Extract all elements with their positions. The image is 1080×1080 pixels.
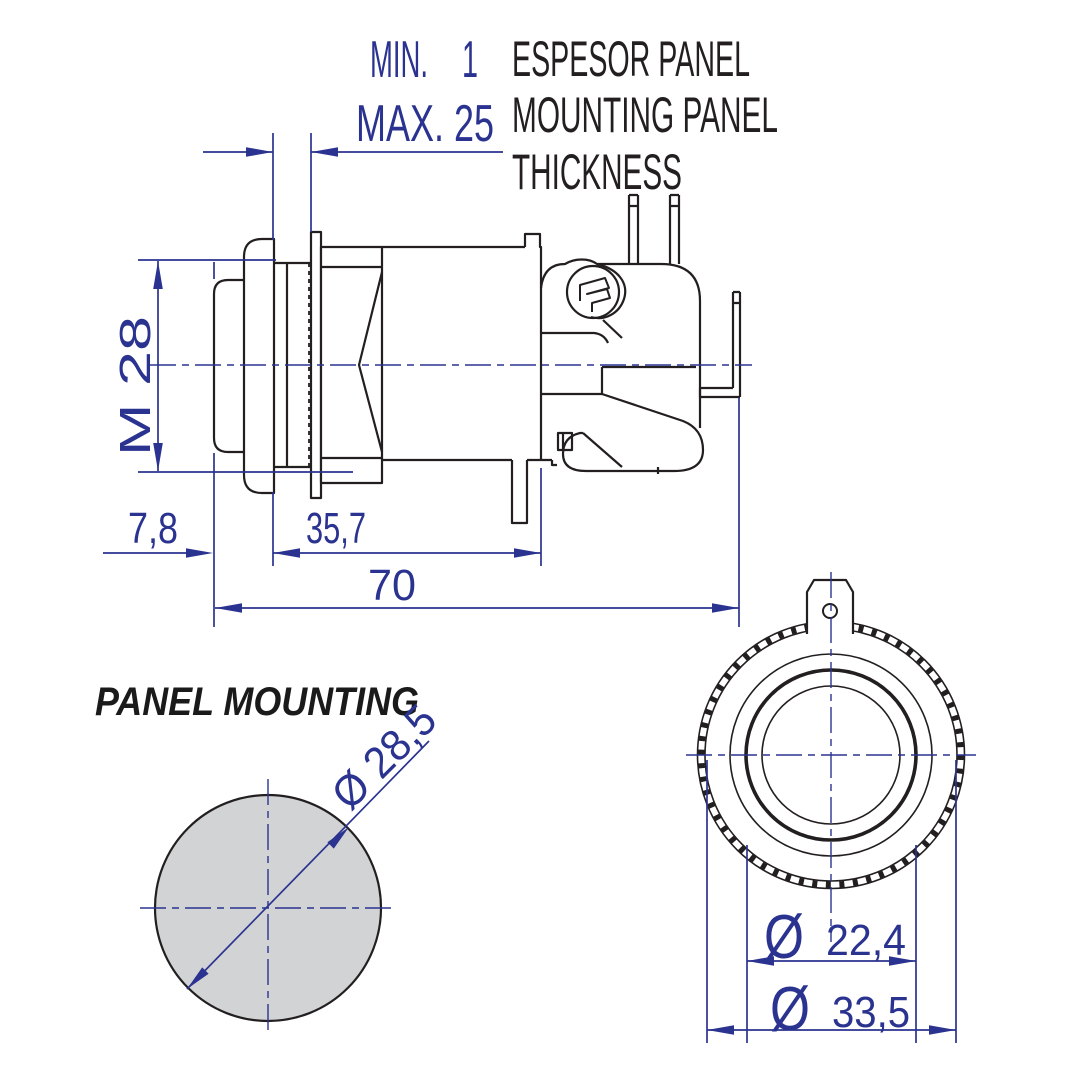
housing-internal-edge-upper — [541, 331, 610, 344]
thread-dim-lines — [138, 259, 353, 473]
housing-internal-edge-mid — [541, 365, 696, 396]
arrow-335-left — [707, 1025, 734, 1035]
arrow-70-left — [215, 603, 242, 613]
inner-diameter-symbol: Ø — [764, 903, 804, 972]
terminal-pin-left — [627, 193, 640, 264]
outer-diameter-symbol: Ø — [770, 975, 810, 1044]
main-body — [382, 232, 557, 525]
arrow-335-right — [929, 1025, 956, 1035]
terminal-tab-hole — [822, 603, 838, 619]
terminal-pin-side — [698, 290, 742, 399]
arrow-224-left — [747, 956, 774, 966]
dim-front-protrusion: 7,8 — [128, 504, 178, 553]
housing-lever-edge — [582, 432, 660, 474]
top-terminal-tab — [805, 578, 855, 634]
hole-dim-line — [186, 740, 430, 990]
length-dim-lines — [103, 262, 740, 627]
max-thickness-label: MAX. 25 — [356, 95, 494, 153]
hex-nut-facets — [321, 265, 384, 460]
arrow-max25-left — [246, 147, 273, 157]
min-thickness-value: 1 — [462, 31, 478, 89]
panel-mounting-heading: PANEL MOUNTING — [95, 680, 419, 724]
panel-thickness-dim-lines — [203, 133, 503, 566]
manufacturer-logo-icon — [565, 264, 621, 320]
housing-logo-boss — [590, 262, 627, 339]
front-dim-lines — [706, 760, 957, 1043]
rear-housing-top — [539, 258, 702, 428]
panel-note-line1: ESPESOR PANEL — [512, 31, 750, 87]
arrow-357-left — [273, 548, 300, 558]
button-cap — [242, 237, 276, 495]
thread-size-label: M 28 — [111, 316, 160, 456]
housing-bottom-tab — [556, 431, 574, 452]
housing-lower-wedge — [561, 392, 705, 473]
panel-note-line2: MOUNTING PANEL — [512, 87, 778, 143]
arrow-70-right — [712, 603, 739, 613]
arrow-m28-bottom — [153, 443, 163, 471]
arrow-hole-lower — [187, 967, 209, 989]
button-knob — [212, 278, 246, 454]
side-view-part — [212, 193, 742, 525]
arrow-357-right — [514, 548, 541, 558]
arrow-78 — [186, 548, 213, 558]
arrow-max25-right — [311, 147, 338, 157]
arrow-m28-top — [153, 261, 163, 289]
min-thickness-label: MIN. — [370, 31, 428, 89]
dim-body-length: 35,7 — [306, 504, 366, 553]
dimension-linework — [103, 133, 976, 1043]
arrowheads — [153, 147, 956, 1035]
arrow-224-right — [889, 956, 916, 966]
dim-overall-length: 70 — [368, 561, 416, 610]
panel-note-line3: THICKNESS — [512, 144, 682, 200]
outer-diameter-value: 33,5 — [832, 988, 910, 1037]
manufacturer-logo-glyph — [579, 277, 611, 312]
terminal-pin-right — [668, 193, 681, 264]
arrow-hole-upper — [327, 827, 349, 849]
inner-diameter-value: 22,4 — [826, 916, 906, 965]
